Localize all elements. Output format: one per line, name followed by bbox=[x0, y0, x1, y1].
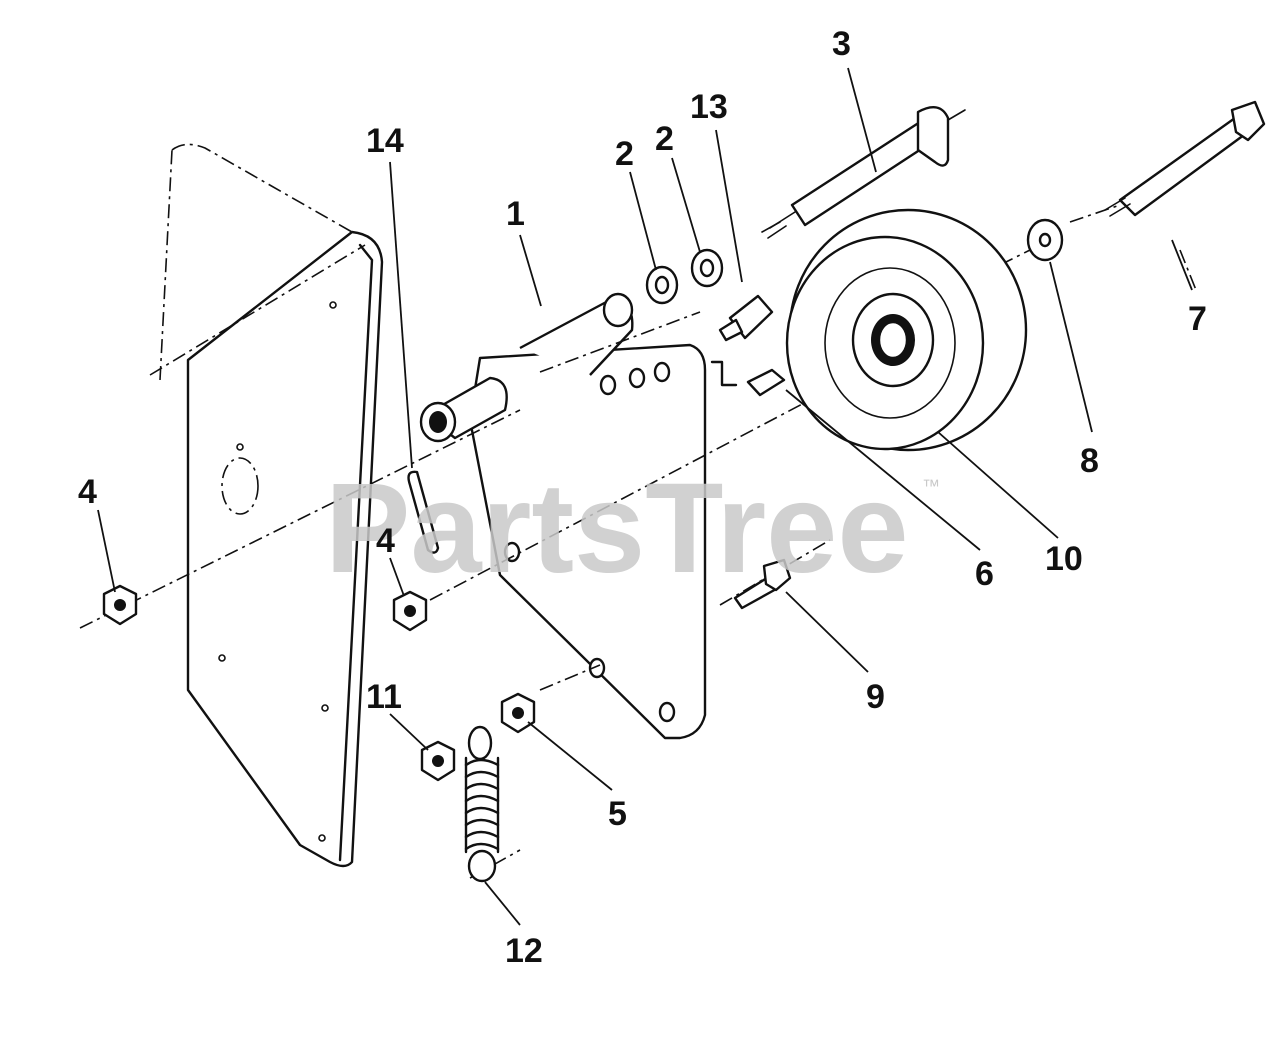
callout-9: 9 bbox=[866, 678, 885, 716]
callout-7: 7 bbox=[1188, 300, 1207, 338]
watermark-text: PartsTree bbox=[325, 457, 909, 600]
callout-14: 14 bbox=[366, 122, 404, 160]
cotter-pin bbox=[407, 470, 440, 554]
leader-lines bbox=[97, 67, 1193, 926]
callout-5: 5 bbox=[608, 795, 627, 833]
pivot-bracket bbox=[419, 292, 707, 740]
watermark: PartsTree ™ bbox=[325, 457, 940, 600]
watermark-trademark: ™ bbox=[922, 476, 940, 496]
callout-6: 6 bbox=[975, 555, 994, 593]
hex-nuts bbox=[102, 584, 536, 782]
callout-4a: 4 bbox=[78, 473, 97, 511]
callout-12: 12 bbox=[505, 932, 543, 970]
callout-4b: 4 bbox=[376, 522, 395, 560]
callout-labels: 1 2 2 3 4 4 5 6 7 8 9 10 11 12 13 14 bbox=[78, 25, 1207, 970]
bracket-bolt bbox=[733, 558, 792, 610]
pulley-bolt bbox=[1104, 100, 1266, 217]
tension-spring bbox=[464, 725, 500, 883]
frame-panel bbox=[149, 143, 384, 868]
pulley-washer bbox=[1026, 218, 1064, 262]
callout-2b: 2 bbox=[655, 120, 674, 158]
callout-8: 8 bbox=[1080, 442, 1099, 480]
callout-10: 10 bbox=[1045, 540, 1083, 578]
callout-1: 1 bbox=[506, 195, 525, 233]
callout-11: 11 bbox=[366, 678, 402, 716]
idler-pulley bbox=[785, 208, 1028, 452]
washer-pair bbox=[645, 248, 724, 305]
pivot-shaft bbox=[761, 106, 966, 239]
grease-fitting bbox=[718, 294, 786, 397]
callout-2a: 2 bbox=[615, 135, 634, 173]
callout-13: 13 bbox=[690, 88, 728, 126]
callout-3: 3 bbox=[832, 25, 851, 63]
